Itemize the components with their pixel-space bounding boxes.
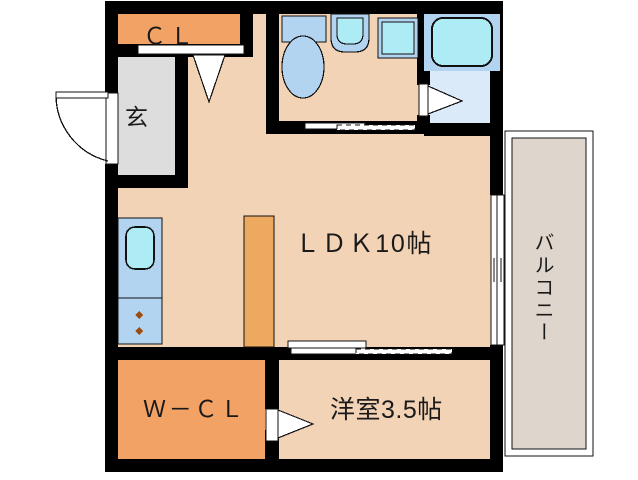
bathtub-fixture: [431, 17, 493, 67]
wall-entrance-bottom: [105, 175, 187, 188]
entrance-door-opening: [105, 92, 119, 165]
closet-cl-door-track[interactable]: [137, 44, 245, 55]
balcony-floor: [511, 137, 587, 450]
bedroom-door-panel-a[interactable]: [287, 340, 367, 349]
wall-left-lower: [105, 164, 118, 472]
walk-in-closet-folding-door[interactable]: [265, 408, 315, 442]
toilet-room-fixtures: [281, 13, 419, 99]
wcl-door-swing-indicator: [277, 409, 315, 439]
closet-cl-door-fold-indicator: [192, 54, 226, 104]
toilet-sliding-door[interactable]: [304, 122, 416, 131]
closet-folding-door[interactable]: [137, 44, 245, 104]
washing-machine-space-inner: [381, 21, 415, 55]
toilet-door-panel-b[interactable]: [336, 124, 416, 131]
kitchen-partition-panel: [243, 215, 275, 348]
kitchen-sink-fixture: [125, 226, 155, 270]
wall-right-lower: [490, 345, 503, 472]
label-walk-in-closet: Ｗ－ＣＬ: [143, 396, 247, 422]
wash-basin-bowl: [336, 17, 364, 45]
room-walk-in-closet-floor: [113, 360, 265, 464]
entrance-door-leaf[interactable]: [55, 91, 109, 99]
kitchen-unit: [117, 217, 163, 345]
bathroom-door-swing-indicator: [427, 85, 464, 115]
bedroom-sliding-door[interactable]: [287, 340, 453, 355]
entrance-door-swing-arc: [55, 94, 109, 162]
bedroom-door-panel-c[interactable]: [355, 348, 453, 355]
room-entrance-floor: [118, 57, 186, 175]
wall-top: [105, 1, 503, 14]
label-entrance-genkan: 玄: [125, 104, 150, 130]
wall-bath-bottom: [424, 123, 503, 136]
stove-burner-front: [135, 311, 143, 319]
label-ldk: ＬＤＫ10帖: [295, 230, 434, 258]
entrance-swing-door[interactable]: [55, 91, 119, 165]
toilet-bowl-fixture: [281, 35, 325, 99]
bathroom-fixtures: [424, 14, 500, 71]
label-balcony: バルコニー: [531, 232, 553, 344]
bathroom-folding-door[interactable]: [418, 83, 464, 117]
balcony-sliding-glass-door[interactable]: [490, 194, 505, 346]
wall-wcl-top: [105, 347, 265, 360]
wall-left-upper: [105, 1, 118, 93]
wall-wcl-right-upper: [265, 347, 279, 409]
room-balcony: [504, 130, 594, 457]
label-bedroom: 洋室3.5帖: [330, 396, 443, 424]
stove-burner-rear: [135, 327, 143, 335]
bathroom-door-leaf[interactable]: [418, 83, 429, 117]
wall-toilet-left: [266, 1, 279, 131]
exterior-walls: [105, 1, 503, 472]
wall-entrance-right: [175, 44, 188, 188]
wall-closet-cl-right: [240, 1, 253, 57]
wall-bottom: [105, 459, 503, 472]
kitchen-stove-fixture: [135, 311, 143, 335]
wcl-door-leaf[interactable]: [265, 408, 279, 442]
label-closet-cl: ＣＬ: [143, 23, 198, 49]
